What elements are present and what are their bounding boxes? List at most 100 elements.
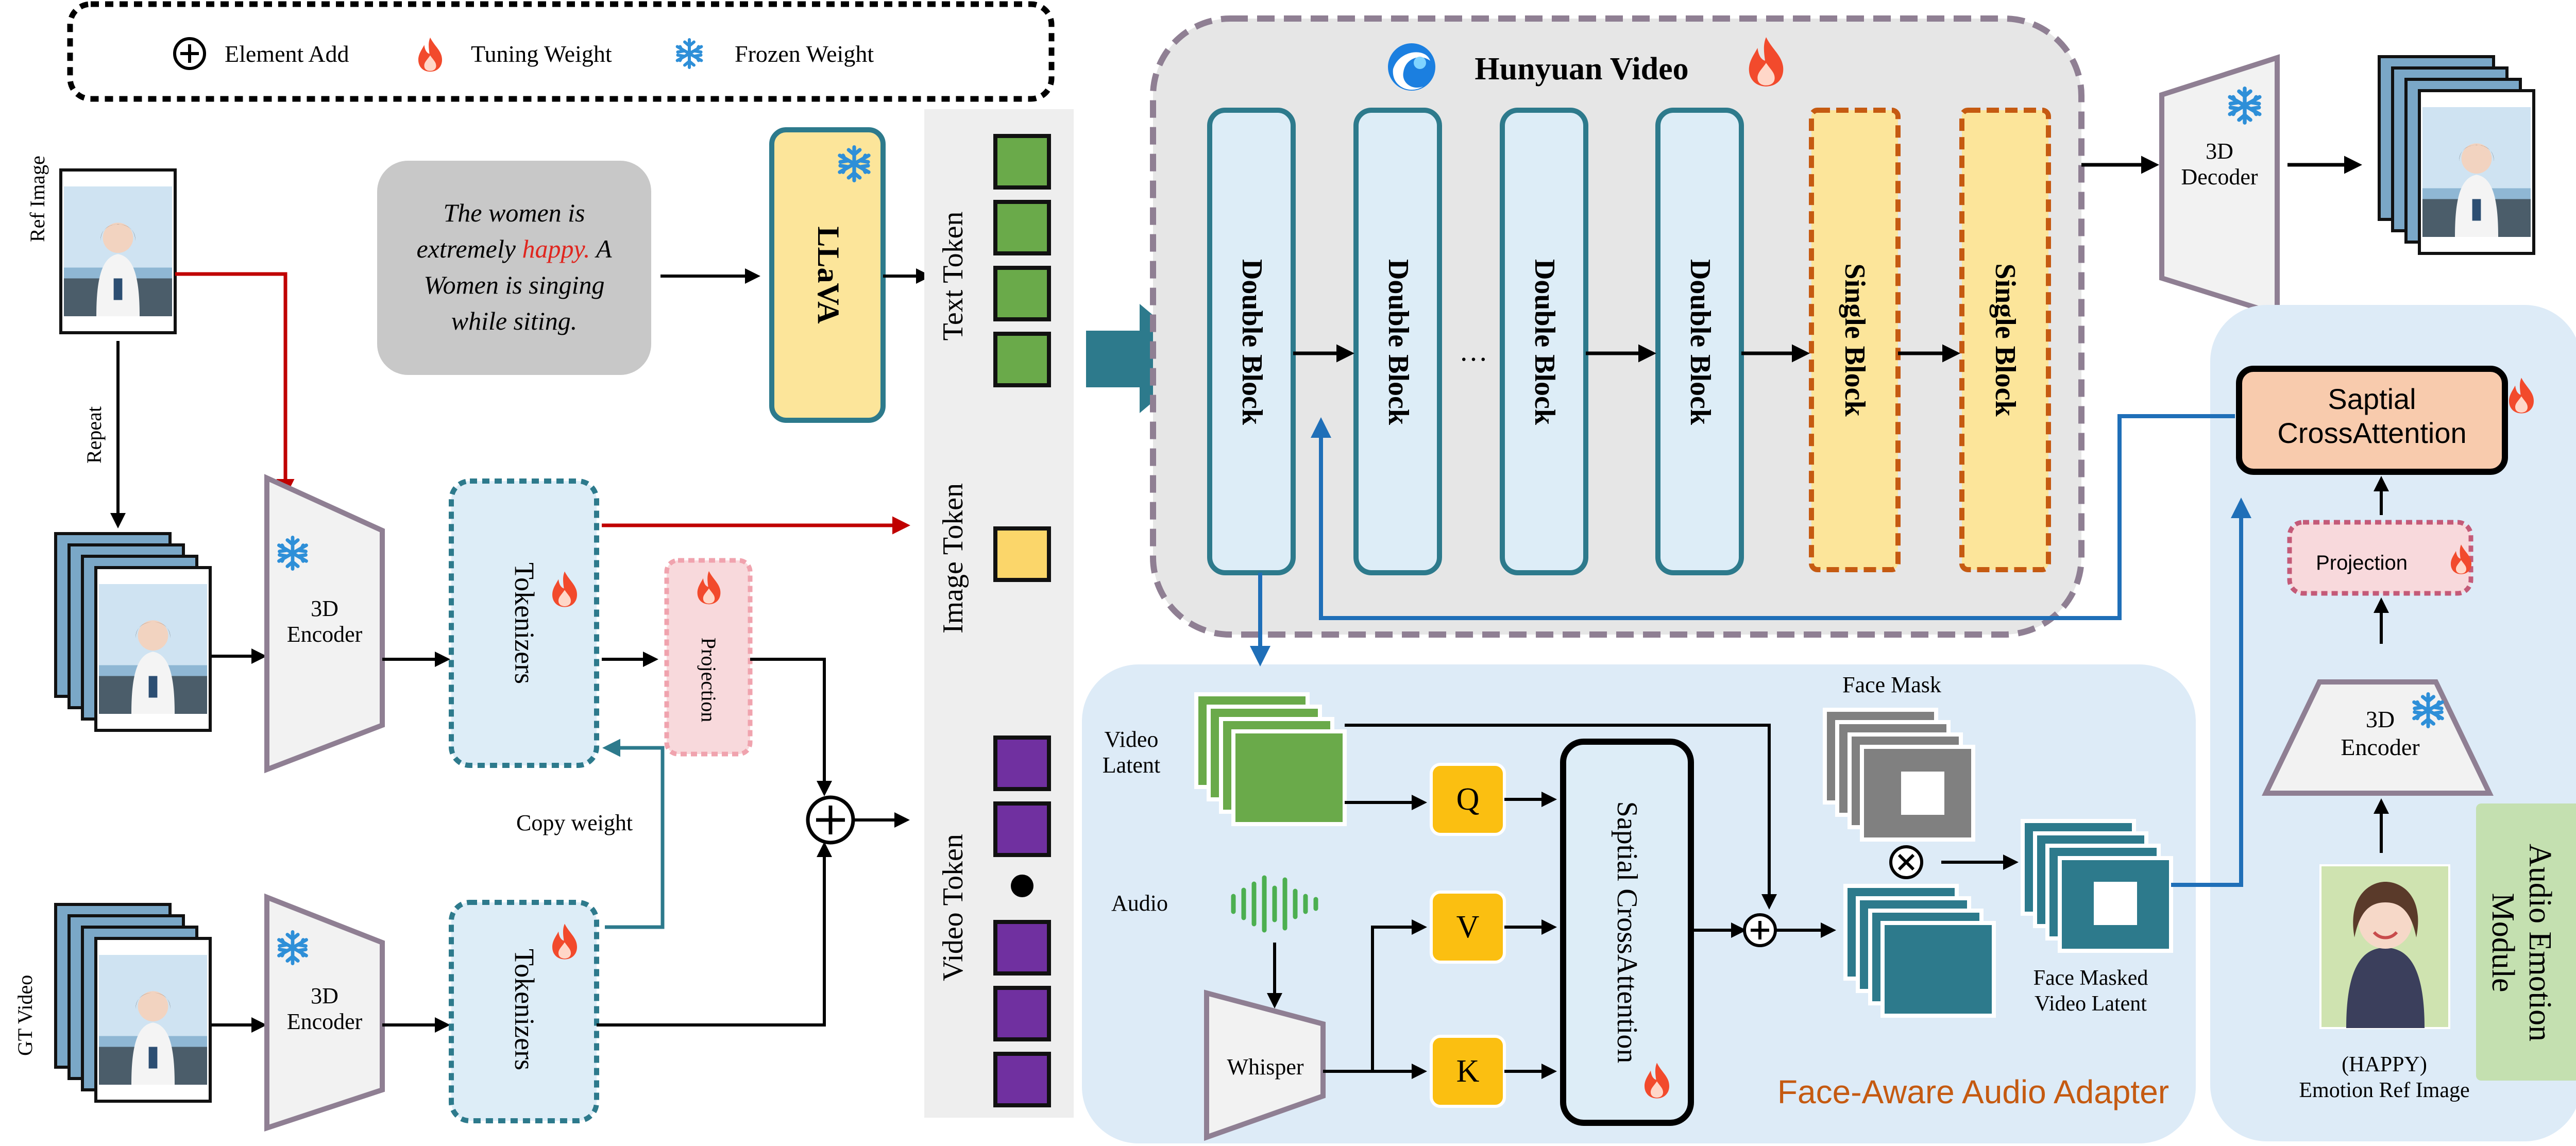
double-block-3 [1500, 108, 1588, 575]
single-block-2 [1959, 108, 2051, 572]
prompt-line-3: Women is singing [424, 270, 605, 299]
legend-add-label: Element Add [225, 41, 349, 67]
ellipsis-dot [1011, 875, 1033, 897]
v-label: V [1456, 910, 1480, 945]
emotion-encoder [2262, 679, 2494, 796]
video-token [993, 736, 1051, 791]
tokenizer-bottom-to-add-arrow [597, 842, 832, 1027]
copy-weight-label: Copy weight [516, 810, 633, 835]
projection-left-label: Projection [697, 638, 720, 722]
prompt-line-2: extremely happy. A [416, 234, 612, 263]
text-token [993, 134, 1051, 190]
flame-icon [418, 37, 443, 72]
k-label: K [1456, 1054, 1480, 1089]
repeated-frames [54, 532, 212, 732]
q-label: Q [1456, 782, 1480, 817]
emotion-ref-label: Emotion Ref Image [2299, 1079, 2469, 1102]
tokenizers-top-label: Tokenizers [509, 562, 540, 684]
legend-frozen-label: Frozen Weight [735, 41, 874, 67]
ref-image [59, 168, 177, 334]
video-token [993, 920, 1051, 976]
tokenizers-bottom-label: Tokenizers [509, 949, 540, 1070]
double-block-1 [1207, 108, 1296, 575]
whisper-label: Whisper [1227, 1054, 1303, 1080]
video-token [993, 986, 1051, 1041]
emotion-ref-image [2319, 864, 2450, 1029]
single-block-2-label: Single Block [1989, 263, 2021, 417]
ref-to-encoder-arrow [175, 272, 295, 497]
image-token [993, 526, 1051, 582]
double-block-4 [1655, 108, 1744, 575]
single-block-1 [1809, 108, 1901, 572]
emotion-module-title-box [2476, 803, 2576, 1081]
happy-label: (HAPPY) [2342, 1053, 2427, 1076]
element-multiply-icon [1889, 845, 1923, 879]
tokenizers-bottom: Tokenizers [449, 900, 599, 1123]
masked-latent-to-emotion-arrow [2171, 498, 2251, 887]
text-token-label: Text Token [937, 212, 969, 341]
emotion-to-block-arrow [1311, 414, 2235, 620]
audio-label: Audio [1111, 891, 1168, 916]
copy-weight-arrow [602, 739, 665, 929]
whisper-to-v-arrow [1323, 919, 1427, 1073]
repeat-label: Repeat [82, 406, 106, 464]
prompt-line-1: The women is [444, 198, 585, 227]
prompt-line-4: while siting. [451, 306, 577, 335]
image-token-label: Image Token [937, 483, 969, 634]
double-block-3-label: Double Block [1529, 259, 1561, 425]
gt-video-frames [54, 903, 212, 1103]
audio-adapter-title: Face-Aware Audio Adapter [1777, 1073, 2169, 1110]
tokenizers-top: Tokenizers [449, 478, 599, 768]
projection-right-label: Projection [2316, 552, 2408, 574]
legend: Element Add Tuning Weight Frozen Weight [67, 1, 1055, 102]
snowflake-icon [677, 40, 702, 67]
text-token [993, 332, 1051, 387]
video-latent-stack [1194, 692, 1347, 826]
element-add-icon [806, 795, 855, 845]
tokens-to-hunyuan-arrow [1086, 304, 1205, 413]
face-mask-label: Face Mask [1842, 672, 1941, 697]
block-ellipsis: … [1459, 335, 1488, 367]
gt-video-label: GT Video [13, 975, 37, 1056]
ref-image-label: Ref Image [26, 156, 49, 242]
latent-skip-arrow [1345, 724, 1777, 910]
double-block-1-label: Double Block [1236, 259, 1268, 425]
projection-to-add-arrow [750, 658, 832, 796]
element-add-icon [173, 37, 206, 70]
audio-waveform-icon [1231, 875, 1318, 933]
double-block-4-label: Double Block [1684, 259, 1716, 425]
llava-box: LLaVA [769, 127, 886, 423]
video-token-label: Video Token [937, 834, 969, 981]
updated-latent-stack [1843, 884, 1996, 1018]
face-mask-stack [1823, 708, 1975, 842]
whisper-encoder: Whisper [1204, 989, 1326, 1141]
hunyuan-panel: Hunyuan Video Double Block Double Block … [1150, 15, 2084, 638]
text-token [993, 200, 1051, 255]
hunyuan-title: Hunyuan Video [1475, 52, 1688, 87]
prompt-box: The women is extremely happy. A Women is… [377, 161, 651, 375]
element-add-icon [1743, 913, 1777, 947]
video-token [993, 801, 1051, 857]
llava-label: LLaVA [811, 227, 845, 324]
output-frames [2378, 55, 2535, 255]
emotion-cross-attention [2236, 366, 2508, 475]
audio-cross-attention [1560, 739, 1694, 1126]
face-masked-latent-stack [2021, 819, 2173, 953]
video-token [993, 1052, 1051, 1107]
double-block-2-label: Double Block [1382, 259, 1414, 425]
projection-right [2287, 520, 2473, 596]
legend-tuning-label: Tuning Weight [471, 41, 612, 67]
hunyuan-logo-icon [1388, 43, 1435, 91]
